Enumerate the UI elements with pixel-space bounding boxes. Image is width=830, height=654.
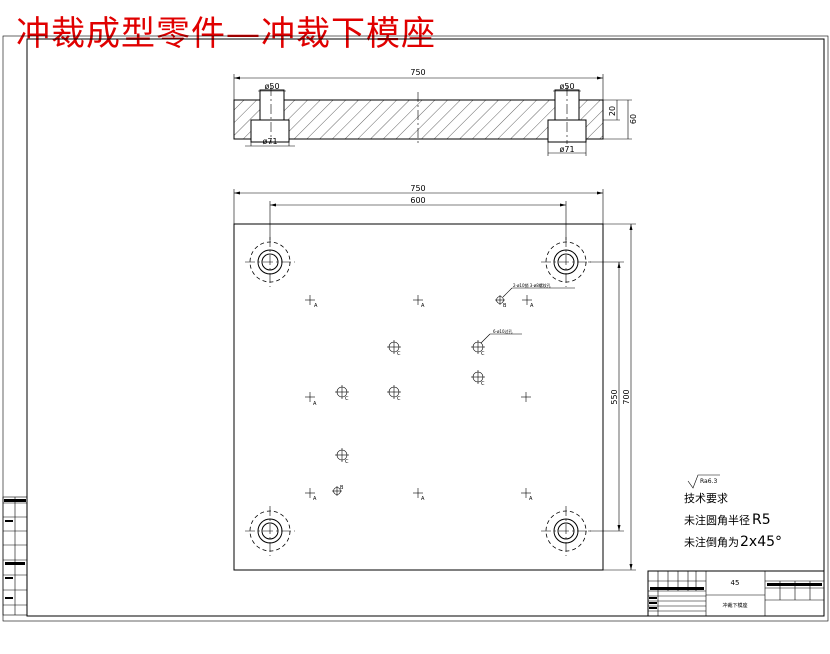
plan-inner-height-dim: 550: [610, 389, 619, 404]
svg-text:A: A: [421, 303, 425, 309]
section-view-dimensions: 750 ø50 ø50 ø71 ø71 20 60: [233, 68, 638, 156]
top-right-hole-dim: ø50: [559, 82, 574, 91]
material-value: 45: [731, 579, 740, 587]
svg-text:C: C: [345, 459, 349, 465]
svg-text:C: C: [397, 396, 401, 402]
section-view: [233, 86, 604, 145]
plan-inner-width-dim: 600: [410, 196, 425, 205]
corner-hole-bl: [245, 506, 295, 556]
plan-view: A A B A C C C A C C C A B A A 2-ø10销 3-ø…: [233, 223, 604, 571]
outer-frame: [2, 35, 829, 622]
top-left-hole-dim: ø50: [264, 82, 279, 91]
callout-pin-holes: 2-ø10销 3-ø8螺纹孔: [513, 282, 551, 288]
svg-text:C: C: [481, 351, 485, 357]
notes-line1-value: R5: [752, 512, 771, 528]
svg-text:C: C: [397, 351, 401, 357]
inner-frame: [26, 38, 825, 617]
drawing-title: 冲裁成型零件—冲裁下模座: [16, 14, 436, 54]
bottom-right-hole-dim: ø71: [559, 145, 574, 154]
thickness-dim: 60: [629, 114, 638, 124]
bottom-left-hole-dim: ø71: [262, 137, 277, 146]
small-holes: A A B A C C C A C C C A B A A: [305, 295, 534, 502]
notes-line1-prefix: 未注圆角半径: [684, 513, 750, 527]
title-block: 45 冲裁下模座: [647, 570, 825, 617]
svg-text:C: C: [345, 396, 349, 402]
callout-through-holes: 6-ø10过孔: [493, 328, 513, 334]
svg-text:C: C: [481, 381, 485, 387]
notes-line2-value: 2x45°: [740, 534, 782, 550]
roughness-symbol: [687, 474, 720, 489]
svg-text:A: A: [314, 303, 318, 309]
svg-text:A: A: [421, 496, 425, 502]
svg-text:B: B: [503, 303, 507, 309]
step-dim: 20: [608, 106, 617, 116]
corner-hole-tl: [245, 237, 295, 287]
plan-height-dim: 700: [622, 389, 631, 404]
part-name-value: 冲裁下模座: [722, 602, 747, 609]
svg-text:A: A: [530, 303, 534, 309]
binding-strip: [2, 496, 28, 616]
svg-text:A: A: [313, 401, 317, 407]
corner-hole-br: [541, 506, 591, 556]
hole-callouts: 2-ø10销 3-ø8螺纹孔 6-ø10过孔: [480, 282, 575, 344]
plan-view-dimensions: 750 600 700 550: [233, 184, 636, 571]
svg-text:B: B: [340, 485, 344, 491]
svg-text:A: A: [529, 496, 533, 502]
corner-hole-tr: [541, 237, 591, 287]
svg-text:A: A: [313, 496, 317, 502]
plan-width-dim: 750: [410, 184, 425, 193]
technical-notes: Ra6.3 技术要求 未注圆角半径 R5 未注倒角为 2x45°: [684, 474, 782, 550]
top-width-dim: 750: [410, 68, 425, 77]
svg-text:Ra6.3: Ra6.3: [700, 478, 717, 485]
notes-heading: 技术要求: [684, 492, 728, 505]
notes-line2-prefix: 未注倒角为: [684, 535, 739, 549]
